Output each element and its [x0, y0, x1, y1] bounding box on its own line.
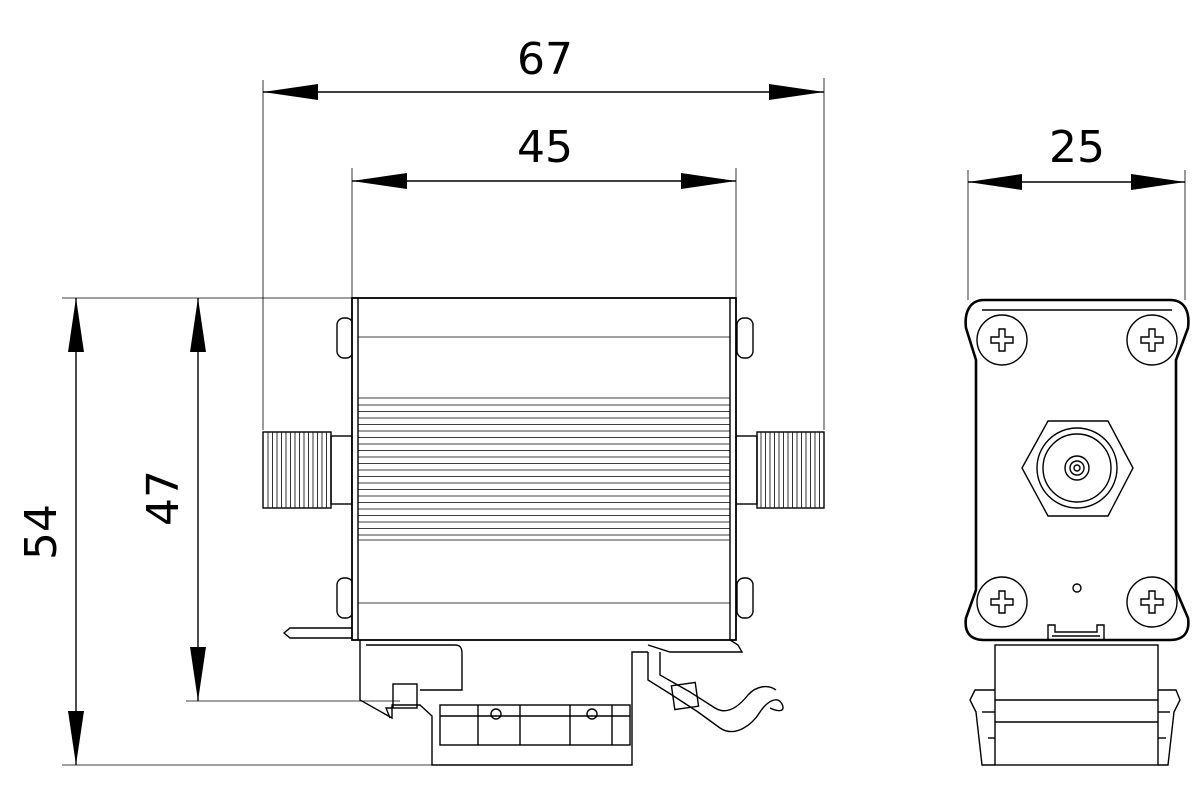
housing-body: [351, 297, 737, 641]
dimension-54: 54: [16, 297, 440, 766]
dimension-67: 67: [262, 34, 825, 430]
front-view: [262, 297, 825, 766]
side-view: [964, 298, 1190, 766]
dimension-47: 47: [138, 298, 400, 702]
dim-label-54: 54: [16, 504, 67, 560]
dim-label-47: 47: [138, 470, 189, 526]
ground-tab: [282, 627, 352, 639]
right-studs: [736, 317, 754, 619]
screw-icon: [976, 314, 1178, 628]
cooling-ribs: [358, 404, 730, 536]
dim-label-67: 67: [517, 34, 573, 85]
side-body: [964, 298, 1190, 642]
right-connector: [735, 431, 825, 509]
left-connector: [262, 431, 353, 509]
dimension-25: 25: [967, 122, 1186, 300]
side-din-clip: [969, 644, 1181, 766]
left-studs: [336, 317, 354, 619]
dim-label-25: 25: [1049, 122, 1105, 173]
led-indicator: [1072, 583, 1082, 593]
din-clip: [359, 639, 784, 766]
f-connector: [1021, 420, 1134, 517]
dimension-45: 45: [351, 122, 737, 298]
dim-label-45: 45: [517, 122, 573, 173]
